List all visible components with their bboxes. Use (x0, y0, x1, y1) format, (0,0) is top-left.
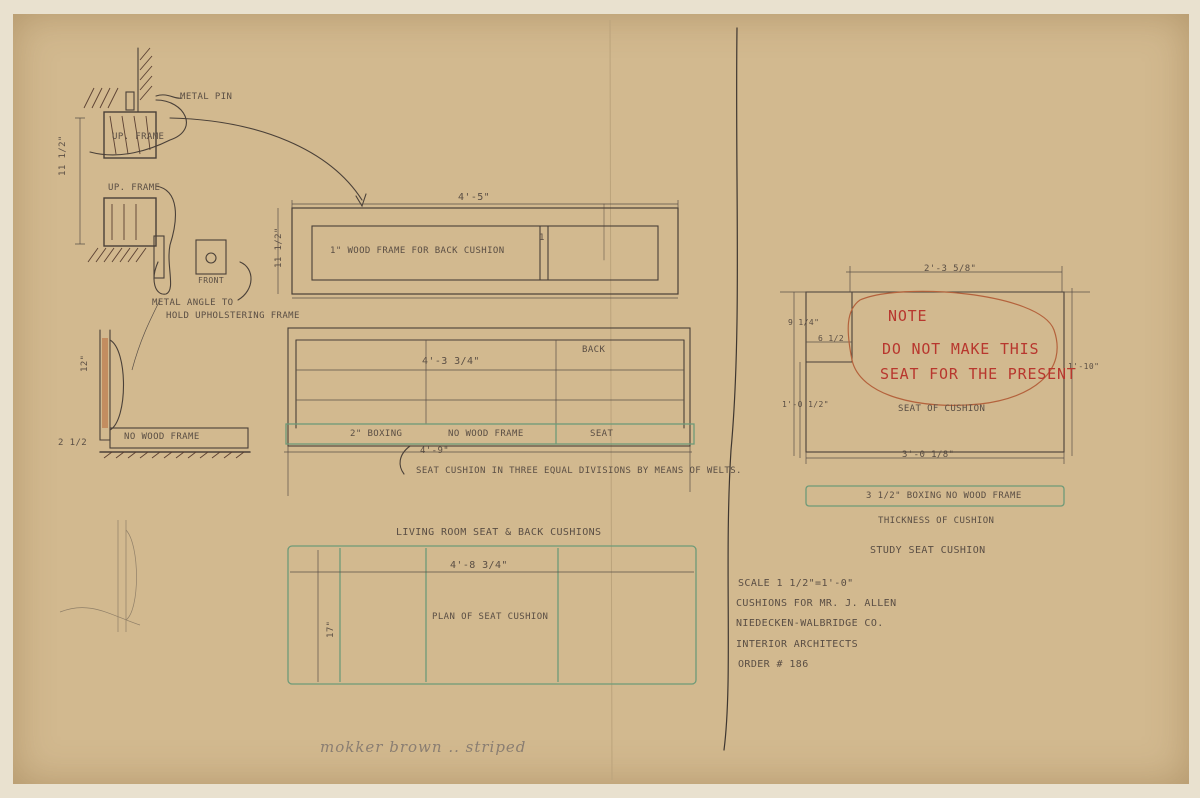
thickness-boxing-label: 3 1/2" BOXING (866, 491, 942, 501)
back-cushion-height-dim: 11 1/2" (274, 227, 284, 268)
study-seat-title: STUDY SEAT CUSHION (870, 545, 986, 556)
back-cushion-label: 1" WOOD FRAME FOR BACK CUSHION (330, 246, 505, 256)
up-frame-label: UP. FRAME (108, 183, 161, 193)
note-title: NOTE (888, 307, 928, 325)
study-seat-cushion (780, 266, 1090, 507)
plan-label: PLAN OF SEAT CUSHION (432, 612, 549, 622)
study-right-dim: 1'-10" (1068, 362, 1100, 371)
metal-angle-label: METAL ANGLE TO (152, 298, 234, 308)
back-cushion-width-dim: 4'-5" (458, 192, 491, 203)
drawing-sheet (13, 14, 1189, 784)
thickness-label: THICKNESS OF CUSHION (878, 516, 995, 526)
up-frame-label: UP. FRAME (112, 132, 165, 142)
plan-width-dim: 4'-8 3/4" (450, 560, 508, 571)
study-inner-dim: 6 1/2 (818, 334, 845, 343)
back-label: BACK (582, 345, 606, 355)
study-left-bottom-dim: 1'-0 1/2" (782, 400, 829, 409)
metal-angle-label-2: HOLD UPHOLSTERING FRAME (166, 311, 300, 321)
handwritten-fabric-note: mokker brown .. striped (320, 738, 527, 756)
scale-label: SCALE 1 1/2"=1'-0" (738, 578, 854, 589)
no-wood-frame-label: NO WOOD FRAME (124, 432, 200, 442)
small-section-detail (99, 329, 251, 459)
base-dim: 2 1/2 (58, 438, 88, 448)
study-left-top-dim: 9 1/4" (788, 318, 820, 327)
no-wood-frame-label: NO WOOD FRAME (448, 429, 524, 439)
study-bottom-dim: 3'-0 1/8" (902, 450, 955, 460)
project-label: CUSHIONS FOR MR. J. ALLEN (736, 598, 897, 609)
note-line-1: DO NOT MAKE THIS (882, 340, 1040, 358)
metal-pin-label: METAL PIN (180, 92, 233, 102)
plan-depth-dim: 17" (326, 620, 336, 638)
seat-division-note: SEAT CUSHION IN THREE EQUAL DIVISIONS BY… (416, 466, 742, 476)
front-label: FRONT (198, 276, 225, 285)
back-cushion-elevation (277, 200, 679, 299)
leader-arrow (169, 117, 363, 201)
seat-width-dim: 4'-3 3/4" (422, 356, 480, 367)
study-seat-label: SEAT OF CUSHION (898, 404, 986, 414)
role-label: INTERIOR ARCHITECTS (736, 639, 858, 650)
wall-hatching (83, 47, 153, 263)
detail-height-dim: 11 1/2" (58, 135, 68, 176)
faint-section-sketch (59, 520, 141, 632)
section-dim: 12" (80, 354, 90, 372)
seat-bottom-dim: 4'-9" (420, 446, 450, 456)
study-top-dim: 2'-3 5/8" (924, 264, 977, 274)
firm-label: NIEDECKEN-WALBRIDGE CO. (736, 618, 884, 629)
plan-title: LIVING ROOM SEAT & BACK CUSHIONS (396, 527, 602, 538)
seat-elevation (284, 327, 695, 496)
boxing-label: 2" BOXING (350, 429, 403, 439)
upholstery-section-detail (75, 47, 252, 371)
back-cushion-mark: 1 (539, 233, 545, 243)
thickness-frame-label: NO WOOD FRAME (946, 491, 1022, 501)
seat-cushion-plan (287, 545, 697, 685)
fold-line (723, 27, 738, 751)
note-line-2: SEAT FOR THE PRESENT (880, 365, 1077, 383)
seat-label: SEAT (590, 429, 614, 439)
order-label: ORDER # 186 (738, 659, 809, 670)
